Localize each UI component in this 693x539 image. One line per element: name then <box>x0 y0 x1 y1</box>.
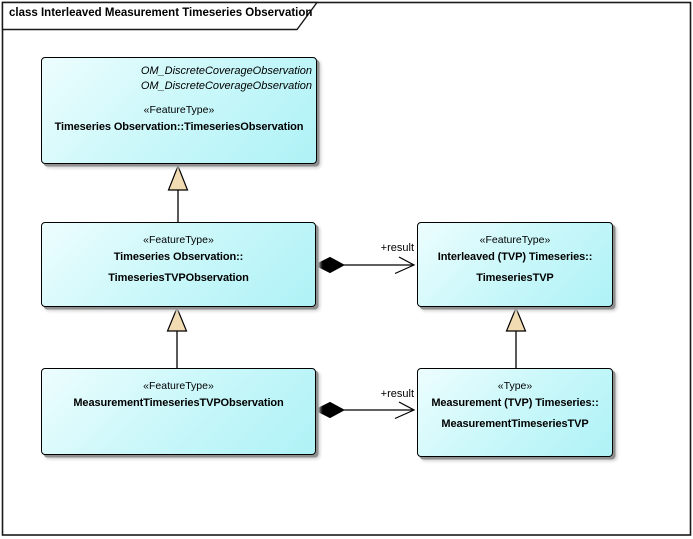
connector-role-label-result-mid: +result <box>380 242 414 254</box>
parent-classifier-ref: OM_DiscreteCoverageObservation <box>140 65 312 77</box>
class-name: TimeseriesTVPObservation <box>108 272 249 284</box>
generalization-triangle-icon-top <box>167 164 189 191</box>
class-timeseries-observation[interactable]: OM_DiscreteCoverageObservation OM_Discre… <box>41 57 317 164</box>
diagram-title: class Interleaved Measurement Timeseries… <box>9 7 313 19</box>
class-name: MeasurementTimeseriesTVPObservation <box>73 397 284 409</box>
association-arrow-icon-bottom <box>394 401 416 420</box>
class-name: Measurement (TVP) Timeseries:: <box>431 397 599 409</box>
connector-role-label-result-bottom: +result <box>380 388 414 400</box>
stereotype-label: «FeatureType» <box>143 104 215 116</box>
generalization-triangle-icon-right <box>505 306 527 332</box>
class-name: Interleaved (TVP) Timeseries:: <box>437 251 593 263</box>
generalization-triangle-icon-left <box>166 306 188 332</box>
class-timeseries-tvp[interactable]: «FeatureType» Interleaved (TVP) Timeseri… <box>417 222 613 307</box>
parent-classifier-ref: OM_DiscreteCoverageObservation <box>140 80 312 92</box>
stereotype-label: «FeatureType» <box>143 380 214 392</box>
class-measurement-timeseries-tvp-observation[interactable]: «FeatureType» MeasurementTimeseriesTVPOb… <box>41 368 316 455</box>
composition-diamond-icon-bottom <box>313 401 346 419</box>
stereotype-label: «FeatureType» <box>143 234 214 246</box>
class-name: MeasurementTimeseriesTVP <box>441 418 589 430</box>
class-name: Timeseries Observation:: <box>113 251 244 263</box>
diagram-title-tab <box>1 1 319 31</box>
class-name: Timeseries Observation::TimeseriesObserv… <box>54 121 304 133</box>
class-name: TimeseriesTVP <box>476 272 554 284</box>
composition-diamond-icon-mid <box>313 256 346 274</box>
stereotype-label: «Type» <box>497 380 533 392</box>
class-measurement-timeseries-tvp[interactable]: «Type» Measurement (TVP) Timeseries:: Me… <box>417 368 613 457</box>
stereotype-label: «FeatureType» <box>479 234 551 246</box>
class-timeseries-tvp-observation[interactable]: «FeatureType» Timeseries Observation:: T… <box>41 222 316 307</box>
association-arrow-icon-mid <box>394 256 416 275</box>
